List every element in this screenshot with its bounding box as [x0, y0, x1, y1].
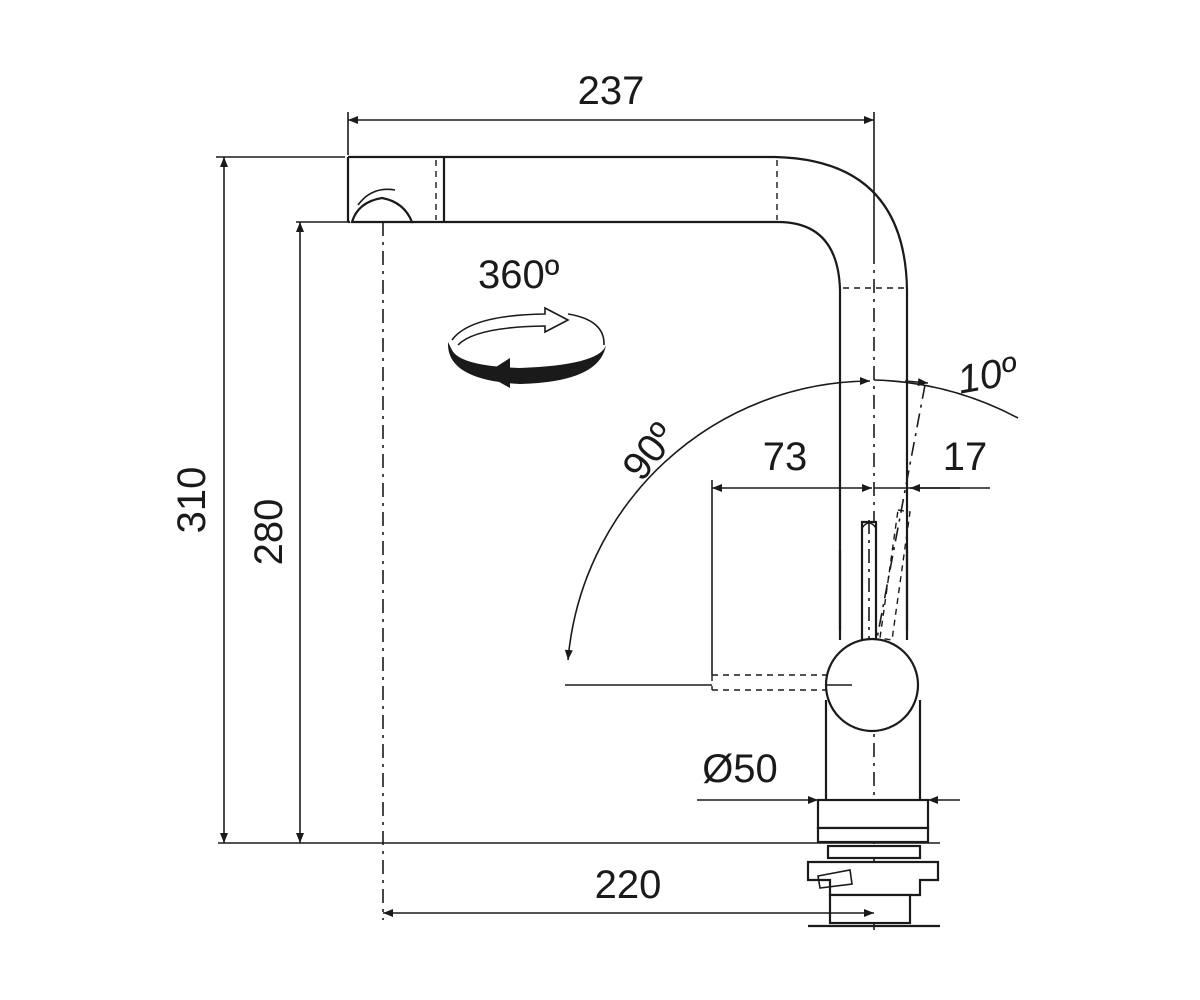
base-thread	[826, 844, 922, 860]
rotation-angle-label: 360º	[478, 253, 560, 297]
mounting-bracket	[806, 860, 940, 897]
dim-value-310: 310	[170, 467, 214, 534]
dimension-73: 73	[711, 435, 872, 675]
rotation-ring-right	[567, 313, 605, 346]
dimension-diameter-50: Ø50	[697, 747, 960, 804]
spout-outline	[348, 155, 909, 630]
swing-angle-label: 90º	[614, 415, 685, 489]
aerator-nozzle	[350, 196, 414, 224]
dim-value-220: 220	[595, 863, 662, 907]
rotation-band	[447, 342, 606, 384]
dim-value-73: 73	[763, 435, 808, 479]
dim-value-50: Ø50	[702, 747, 778, 791]
base-collar	[816, 798, 930, 830]
lever-tilted	[879, 509, 911, 641]
lever-tilt-arc	[873, 379, 1019, 419]
dim-value-280: 280	[247, 499, 291, 566]
rotation-ring-top	[451, 306, 570, 346]
dimension-220: 220	[382, 222, 874, 920]
rotation-360-icon	[447, 306, 606, 388]
mounting-shank	[828, 893, 912, 925]
faucet-body	[218, 155, 940, 930]
mounting-wing	[817, 869, 853, 889]
lever-tilt-axis	[871, 384, 926, 666]
lever-swung-projection	[711, 674, 826, 691]
dimension-310: 310	[170, 156, 345, 843]
spout-inner-outline	[348, 220, 842, 630]
lever-swing-arc	[564, 377, 871, 661]
tilt-arrow-left	[904, 378, 929, 387]
column-base	[824, 700, 922, 800]
tilt-angle-label: 10º	[954, 349, 1022, 403]
base-seal	[816, 826, 930, 844]
dim-value-237: 237	[578, 69, 645, 113]
dimension-280: 280	[247, 221, 350, 843]
dimension-237: 237	[347, 69, 875, 250]
dimension-17: 17	[874, 435, 990, 492]
dim-value-17: 17	[943, 435, 988, 479]
rotation-arrow-head	[485, 358, 510, 388]
aerator-detail	[357, 188, 396, 206]
